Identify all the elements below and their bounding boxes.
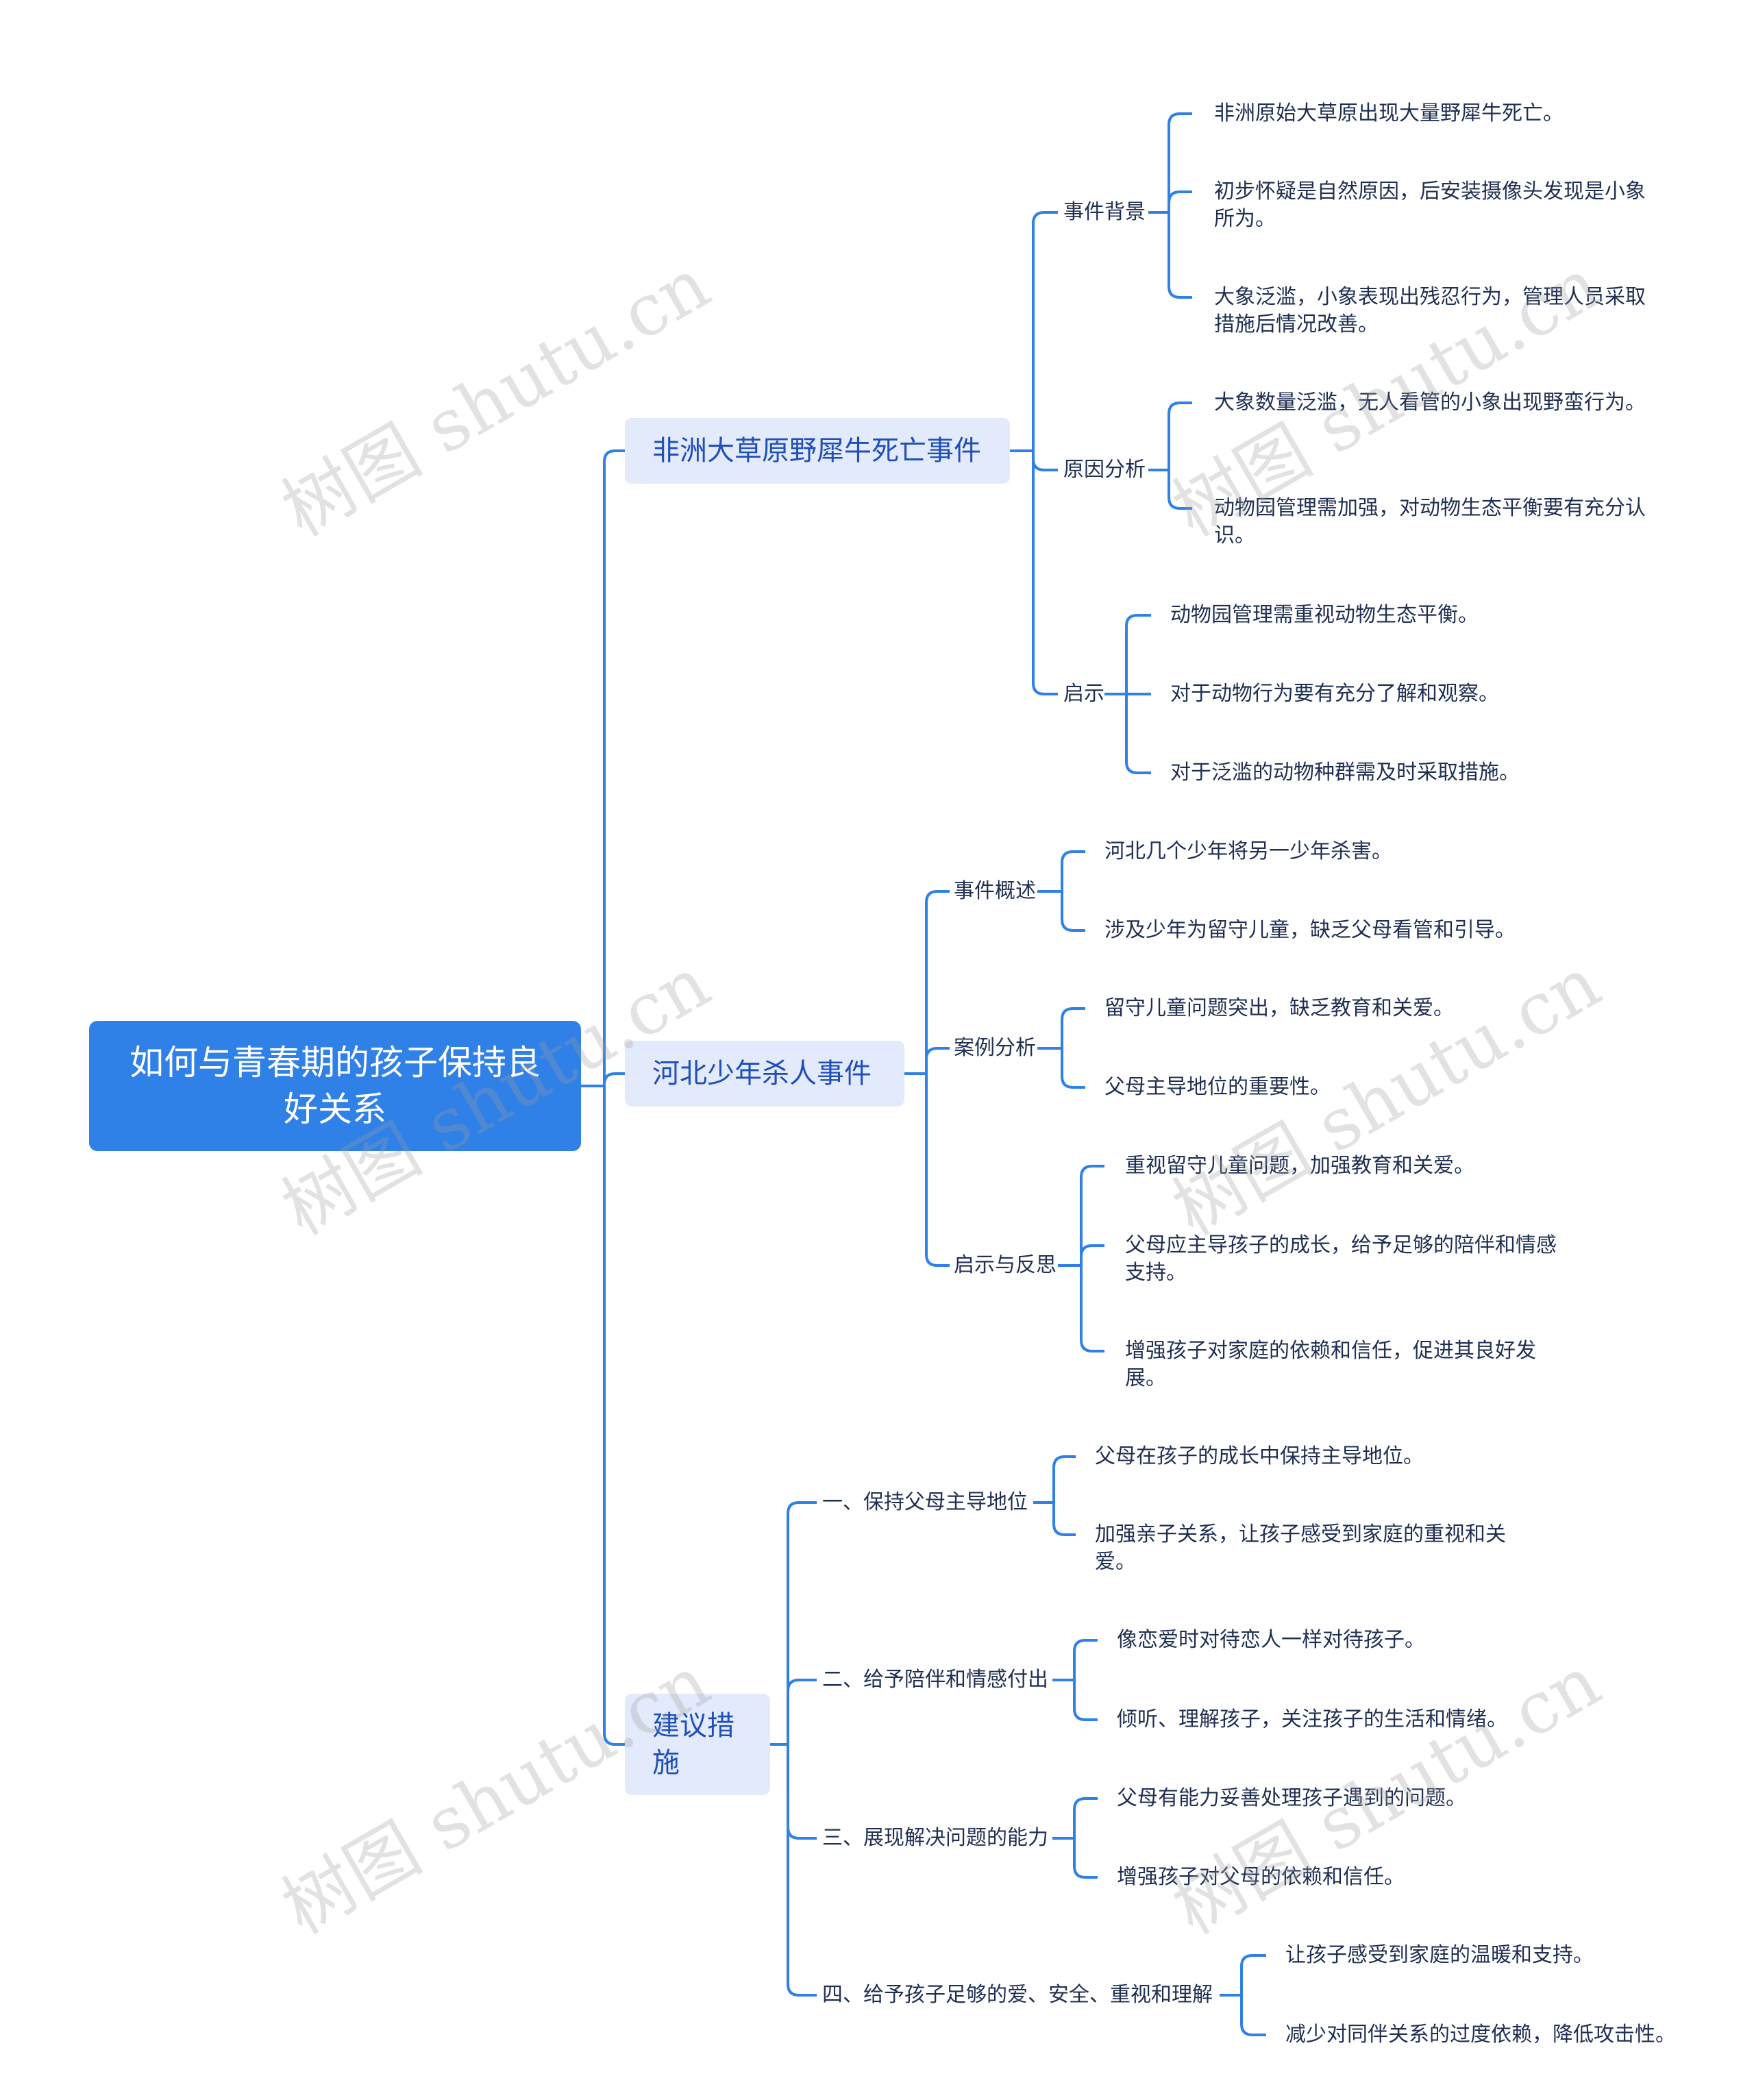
- subtopic-background[interactable]: 事件背景: [1063, 200, 1146, 224]
- leaf: 非洲原始大草原出现大量野犀牛死亡。: [1214, 101, 1564, 125]
- connector-cause: [1148, 402, 1192, 510]
- leaf: 父母应主导孩子的成长，给予足够的陪伴和情感支持。: [1125, 1233, 1557, 1285]
- connector-overview: [1037, 850, 1085, 932]
- leaf: 让孩子感受到家庭的温暖和支持。: [1285, 1943, 1594, 1967]
- subtopic-insight[interactable]: 启示: [1063, 682, 1104, 706]
- connector-branch-2: [770, 1501, 817, 1997]
- subtopic-cause-analysis[interactable]: 原因分析: [1063, 458, 1146, 482]
- leaf: 涉及少年为留守儿童，缺乏父母看管和引导。: [1104, 918, 1516, 942]
- connector-root: [581, 449, 625, 1746]
- leaf: 增强孩子对父母的依赖和信任。: [1117, 1865, 1405, 1889]
- subtopic-problem-solving[interactable]: 三、展现解决问题的能力: [822, 1826, 1048, 1850]
- leaf: 父母主导地位的重要性。: [1104, 1075, 1331, 1099]
- connector-case: [1037, 1007, 1085, 1089]
- root-node[interactable]: 如何与青春期的孩子保持良好关系: [89, 1021, 581, 1151]
- branch-label: 非洲大草原野犀牛死亡事件: [652, 435, 981, 467]
- subtopic-love-security[interactable]: 四、给予孩子足够的爱、安全、重视和理解: [822, 1983, 1213, 2007]
- leaf: 动物园管理需重视动物生态平衡。: [1170, 603, 1479, 627]
- leaf: 初步怀疑是自然原因，后安装摄像头发现是小象所为。: [1214, 180, 1646, 231]
- connector-problem-solving: [1052, 1797, 1098, 1879]
- root-title: 如何与青春期的孩子保持良好关系: [129, 1043, 541, 1129]
- subtopic-reflection[interactable]: 启示与反思: [954, 1253, 1057, 1277]
- leaf: 减少对同伴关系的过度依赖，降低攻击性。: [1285, 2023, 1676, 2047]
- leaf: 加强亲子关系，让孩子感受到家庭的重视和关爱。: [1095, 1522, 1506, 1574]
- connector-companionship: [1052, 1639, 1098, 1721]
- connector-branch-1: [904, 890, 950, 1267]
- leaf: 像恋爱时对待恋人一样对待孩子。: [1117, 1628, 1425, 1652]
- connector-reflection: [1058, 1165, 1104, 1352]
- connector-background: [1148, 112, 1192, 299]
- subtopic-parent-lead[interactable]: 一、保持父母主导地位: [822, 1490, 1028, 1514]
- leaf: 留守儿童问题突出，缺乏教育和关爱。: [1104, 996, 1454, 1020]
- subtopic-companionship[interactable]: 二、给予陪伴和情感付出: [822, 1668, 1048, 1692]
- connector-parent-lead: [1033, 1455, 1076, 1536]
- leaf: 增强孩子对家庭的依赖和信任，促进其良好发展。: [1125, 1339, 1536, 1390]
- branch-label: 建议措施: [652, 1710, 734, 1779]
- leaf: 河北几个少年将另一少年杀害。: [1104, 839, 1392, 863]
- branch-label: 河北少年杀人事件: [652, 1058, 872, 1089]
- subtopic-case-analysis[interactable]: 案例分析: [954, 1036, 1036, 1060]
- connector-love-security: [1220, 1954, 1266, 2036]
- leaf: 倾听、理解孩子，关注孩子的生活和情绪。: [1117, 1707, 1507, 1731]
- branch-hebei-case[interactable]: 河北少年杀人事件: [625, 1041, 904, 1107]
- subtopic-overview[interactable]: 事件概述: [954, 879, 1036, 903]
- leaf: 对于泛滥的动物种群需及时采取措施。: [1170, 761, 1520, 785]
- leaf: 父母有能力妥善处理孩子遇到的问题。: [1117, 1786, 1466, 1810]
- connector-insight: [1104, 614, 1151, 774]
- leaf: 大象数量泛滥，无人看管的小象出现野蛮行为。: [1214, 391, 1646, 415]
- branch-suggestions[interactable]: 建议措施: [625, 1694, 770, 1795]
- leaf: 对于动物行为要有充分了解和观察。: [1170, 682, 1499, 706]
- leaf: 大象泛滥，小象表现出残忍行为，管理人员采取措施后情况改善。: [1214, 285, 1646, 336]
- branch-africa-rhino[interactable]: 非洲大草原野犀牛死亡事件: [625, 418, 1010, 484]
- leaf: 父母在孩子的成长中保持主导地位。: [1095, 1444, 1424, 1468]
- leaf: 动物园管理需加强，对动物生态平衡要有充分认识。: [1214, 496, 1646, 547]
- leaf: 重视留守儿童问题，加强教育和关爱。: [1125, 1154, 1474, 1178]
- connector-branch-0: [1010, 211, 1058, 695]
